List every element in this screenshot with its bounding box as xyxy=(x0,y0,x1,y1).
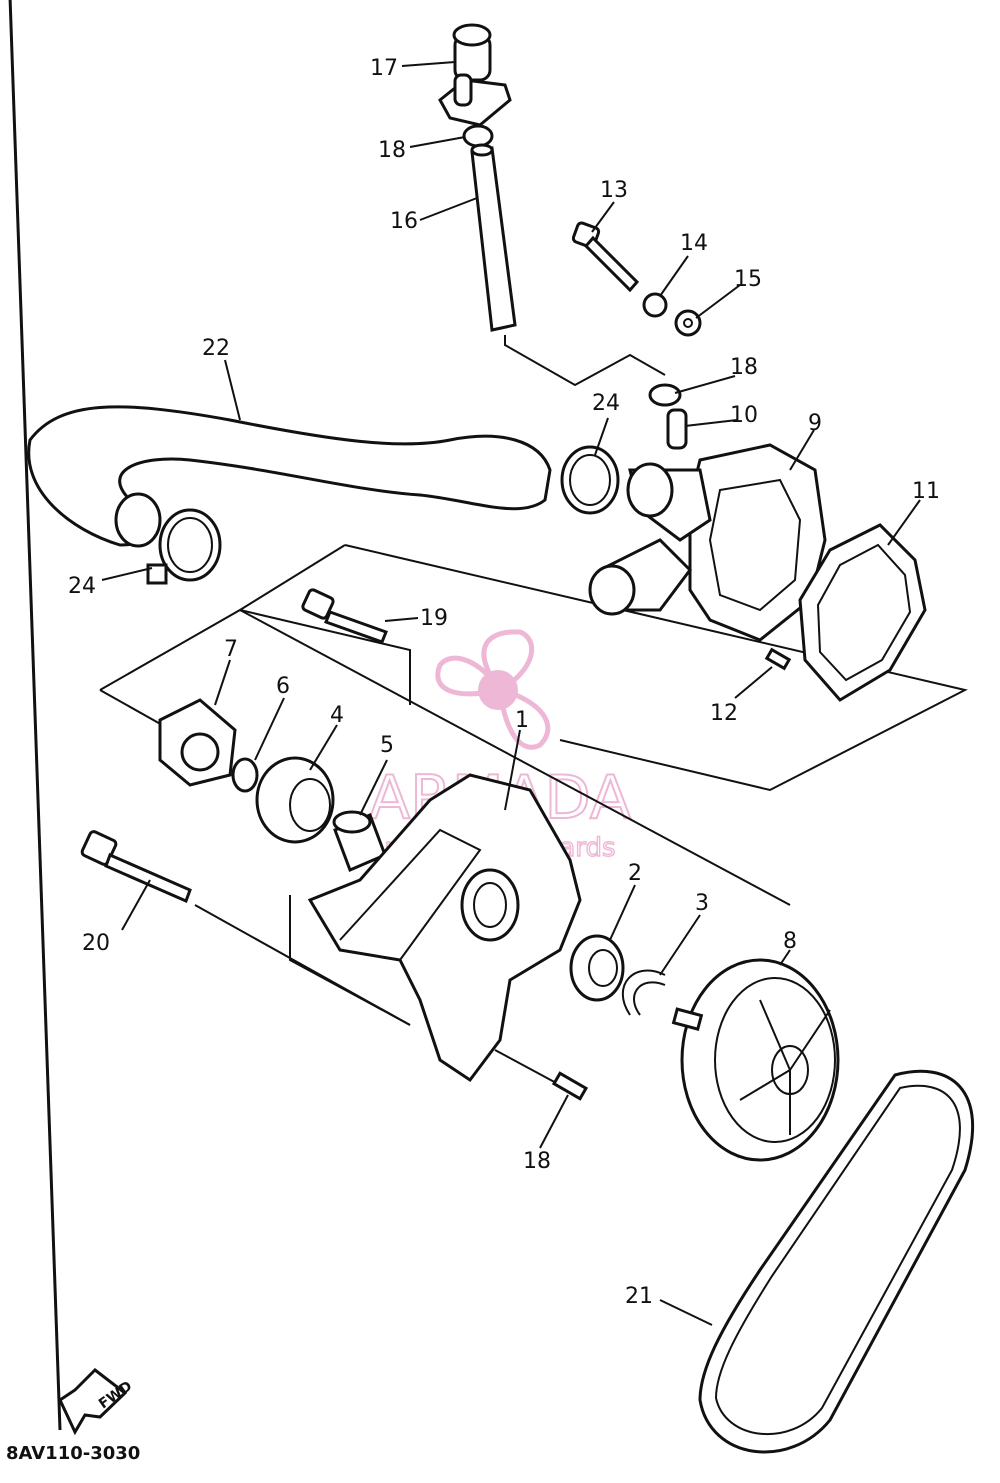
part-pump-cover xyxy=(588,443,827,642)
callout-22: 21 xyxy=(625,1284,653,1309)
part-pump-body xyxy=(307,773,582,1083)
part-bolt-21 xyxy=(80,830,192,904)
part-bolt-13 xyxy=(571,221,640,293)
callout-19: 18 xyxy=(523,1149,551,1174)
part-pulley-8 xyxy=(671,958,840,1162)
callout-3: 3 xyxy=(695,891,709,916)
callout-6: 6 xyxy=(276,674,290,699)
callout-9: 9 xyxy=(808,411,822,436)
callout-24-left: 24 xyxy=(68,574,96,599)
callout-15: 15 xyxy=(734,267,762,292)
part-fitting-10 xyxy=(666,408,688,450)
part-dowel-12 xyxy=(764,647,792,671)
callout-10: 10 xyxy=(730,403,758,428)
callout-14: 14 xyxy=(680,231,708,256)
part-impeller-4 xyxy=(255,756,335,844)
leader-lines xyxy=(101,61,921,1326)
part-circlip-3 xyxy=(621,969,666,1016)
callout-4: 4 xyxy=(330,703,344,728)
callout-21: 20 xyxy=(82,931,110,956)
callout-13: 13 xyxy=(600,178,628,203)
part-washer-14 xyxy=(642,292,668,318)
callout-1: 1 xyxy=(515,708,529,733)
part-dowel-19 xyxy=(551,1071,589,1101)
callout-labels: 17 18 16 13 14 15 18 10 9 11 12 24 22 24… xyxy=(68,56,940,1309)
part-clamp-18-lower xyxy=(648,383,682,407)
callout-11: 11 xyxy=(912,479,940,504)
callout-7: 7 xyxy=(224,637,238,662)
part-clamp-upper xyxy=(462,124,494,148)
callout-12: 12 xyxy=(710,701,738,726)
callout-16: 16 xyxy=(390,209,418,234)
callout-5: 5 xyxy=(380,733,394,758)
part-bearing-2 xyxy=(569,934,625,1002)
callout-17: 17 xyxy=(370,56,398,81)
propeller-logo-icon xyxy=(435,629,551,750)
part-thermostat-housing xyxy=(438,23,512,127)
fwd-arrow-icon: FWD xyxy=(8,0,135,1436)
callout-23: 22 xyxy=(202,336,230,361)
part-collar-5 xyxy=(332,810,387,872)
callout-8: 8 xyxy=(783,929,797,954)
part-hose-clamp-right xyxy=(560,445,620,515)
part-belt xyxy=(698,1069,975,1454)
part-pipe xyxy=(470,143,517,332)
callout-20: 19 xyxy=(420,606,448,631)
part-ring-6 xyxy=(231,757,259,793)
part-gasket xyxy=(798,523,927,702)
part-hose-clamp-left xyxy=(146,508,222,585)
figure-code: 8AV110-3030 xyxy=(6,1443,140,1464)
part-bolt-20 xyxy=(301,588,388,644)
callout-18-upper: 18 xyxy=(378,138,406,163)
callout-24-right: 24 xyxy=(592,391,620,416)
callout-2: 2 xyxy=(628,861,642,886)
part-nut-15 xyxy=(674,309,702,337)
part-seal-7 xyxy=(158,698,237,787)
part-hose xyxy=(27,405,552,548)
callout-18-lower: 18 xyxy=(730,355,758,380)
